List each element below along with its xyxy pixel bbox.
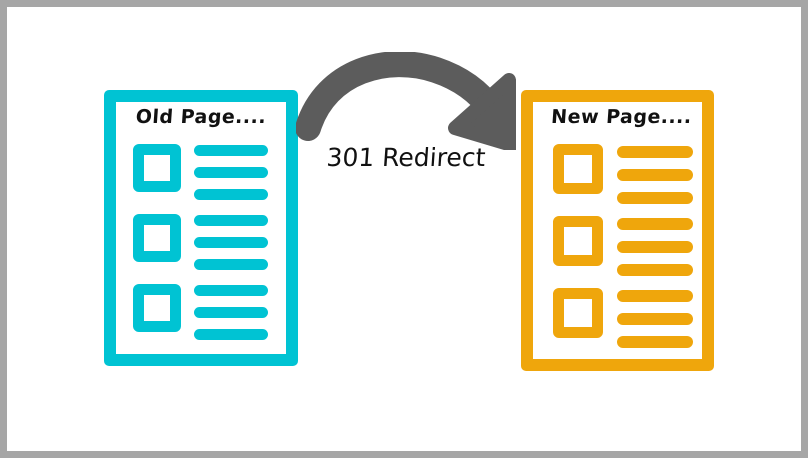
- text-lines: [194, 215, 276, 281]
- old-page-document: Old Page....: [104, 90, 298, 366]
- text-line: [617, 241, 693, 253]
- text-line: [617, 336, 693, 348]
- checkbox-icon: [553, 144, 603, 194]
- text-line: [617, 313, 693, 325]
- checkbox-icon: [553, 216, 603, 266]
- checkbox-icon: [133, 284, 181, 332]
- list-item: [553, 216, 693, 276]
- text-line: [617, 192, 693, 204]
- text-line: [617, 264, 693, 276]
- text-line: [194, 167, 268, 178]
- checkbox-icon: [133, 144, 181, 192]
- text-line: [194, 215, 268, 226]
- redirect-arrow: [296, 52, 516, 150]
- redirect-label: 301 Redirect: [325, 143, 487, 172]
- text-lines: [194, 285, 276, 351]
- text-lines: [617, 290, 693, 359]
- new-page-title: New Page....: [550, 106, 693, 128]
- new-page-document: New Page....: [521, 90, 714, 371]
- text-line: [194, 329, 268, 340]
- new-page-rows: [553, 144, 693, 360]
- text-lines: [617, 218, 693, 287]
- text-line: [194, 189, 268, 200]
- list-item: [553, 144, 693, 204]
- text-line: [194, 285, 268, 296]
- text-line: [617, 290, 693, 302]
- list-item: [133, 214, 276, 270]
- text-line: [194, 145, 268, 156]
- text-line: [617, 218, 693, 230]
- text-lines: [194, 145, 276, 211]
- list-item: [553, 288, 693, 348]
- text-line: [194, 307, 268, 318]
- text-line: [194, 237, 268, 248]
- text-line: [617, 169, 693, 181]
- old-page-rows: [133, 144, 276, 354]
- list-item: [133, 284, 276, 340]
- list-item: [133, 144, 276, 200]
- curved-arrow-icon: [296, 52, 516, 150]
- old-page-title: Old Page....: [134, 106, 268, 128]
- text-lines: [617, 146, 693, 215]
- text-line: [194, 259, 268, 270]
- checkbox-icon: [553, 288, 603, 338]
- text-line: [617, 146, 693, 158]
- checkbox-icon: [133, 214, 181, 262]
